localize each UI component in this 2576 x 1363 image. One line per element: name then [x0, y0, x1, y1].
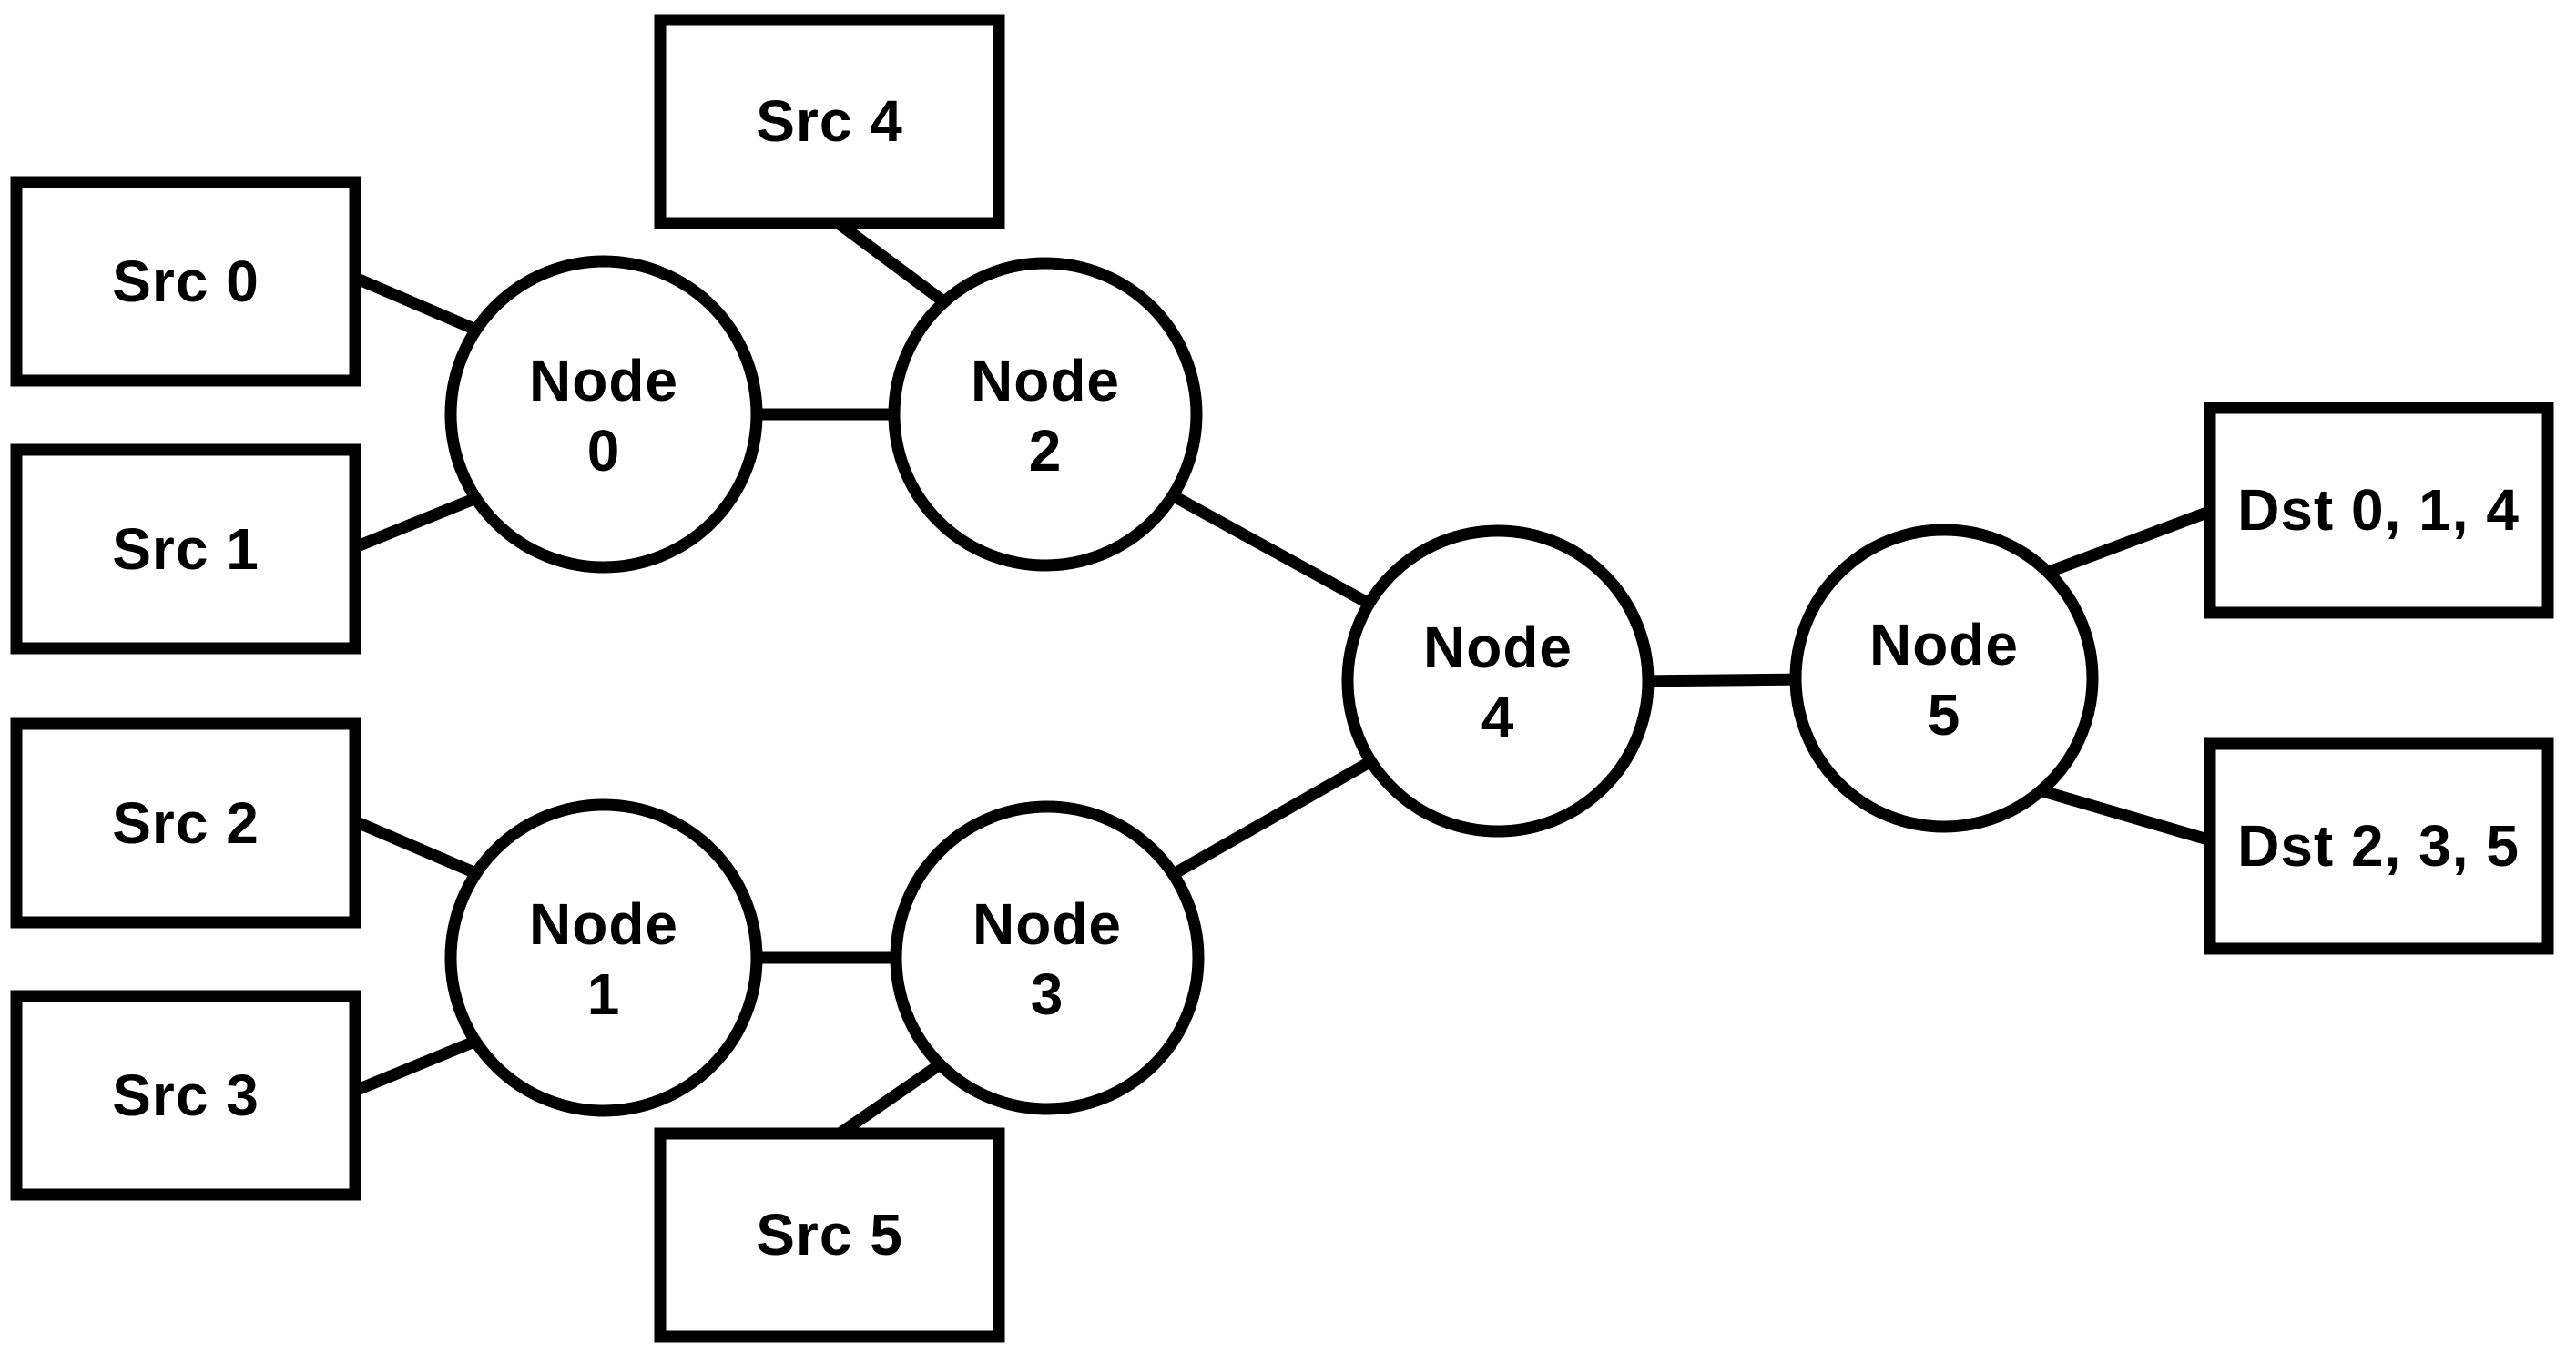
src-5-label: Src 5 [756, 1202, 903, 1267]
node-4-label-word: Node [1423, 615, 1573, 680]
dst-0-1-4-label: Dst 0, 1, 4 [2237, 477, 2520, 543]
src-4-label: Src 4 [756, 88, 903, 154]
dst-2-3-5-box [2204, 737, 2554, 955]
node-5-label-number: 5 [1928, 682, 1961, 748]
node-3-label-number: 3 [1031, 961, 1064, 1027]
node-1-label-number: 1 [587, 961, 621, 1027]
src-3: Src 3 [10, 990, 361, 1201]
src-5-box [654, 1127, 1005, 1343]
node-3-label-word: Node [972, 891, 1122, 957]
node-5: Node 5 [1789, 524, 2099, 833]
src-4: Src 4 [654, 14, 1005, 229]
node-1-circle [444, 798, 763, 1117]
edge-node4-node5 [1634, 673, 1808, 687]
source-boxes: Src 0 Src 1 Src 2 Src 3 Src 4 Src 5 [10, 14, 1005, 1343]
dst-2-3-5: Dst 2, 3, 5 [2204, 737, 2554, 955]
node-4-circle [1341, 524, 1655, 838]
node-0: Node 0 [444, 255, 763, 574]
node-0-circle [444, 255, 763, 574]
src-1-box [10, 443, 361, 655]
node-2-label-number: 2 [1029, 418, 1063, 483]
dst-0-1-4-box [2204, 402, 2554, 619]
node-1: Node 1 [444, 798, 763, 1117]
edge-node2-node4 [1162, 486, 1388, 617]
src-5: Src 5 [654, 1127, 1005, 1343]
node-4-label-number: 4 [1481, 685, 1515, 750]
src-4-box [654, 14, 1005, 229]
node-5-circle [1789, 524, 2099, 833]
node-5-label-word: Node [1869, 612, 2019, 677]
src-3-label: Src 3 [112, 1063, 260, 1128]
node-0-label-word: Node [529, 348, 678, 413]
node-2: Node 2 [888, 257, 1203, 572]
edge-node5-dst235 [2038, 784, 2228, 851]
destination-boxes: Dst 0, 1, 4 Dst 2, 3, 5 [2204, 402, 2554, 955]
dst-0-1-4: Dst 0, 1, 4 [2204, 402, 2554, 619]
edge-node3-node4 [1162, 748, 1388, 884]
src-3-box [10, 990, 361, 1201]
src-0: Src 0 [10, 176, 361, 387]
edge-node5-dst014 [2041, 499, 2229, 580]
src-2-box [10, 717, 361, 929]
edges [348, 206, 2229, 1145]
src-2-label: Src 2 [112, 790, 260, 856]
src-0-label: Src 0 [112, 249, 260, 314]
node-1-label-word: Node [529, 891, 678, 957]
node-3-circle [890, 800, 1205, 1115]
node-circles: Node 0 Node 2 Node 1 Node 3 Node 4 Node … [444, 255, 2099, 1117]
node-3: Node 3 [890, 800, 1205, 1115]
src-2: Src 2 [10, 717, 361, 929]
src-0-box [10, 176, 361, 387]
node-2-circle [888, 257, 1203, 572]
node-2-label-word: Node [971, 348, 1120, 413]
src-1: Src 1 [10, 443, 361, 655]
node-0-label-number: 0 [587, 418, 621, 483]
src-1-label: Src 1 [112, 516, 260, 582]
node-4: Node 4 [1341, 524, 1655, 838]
dst-2-3-5-label: Dst 2, 3, 5 [2237, 813, 2520, 879]
